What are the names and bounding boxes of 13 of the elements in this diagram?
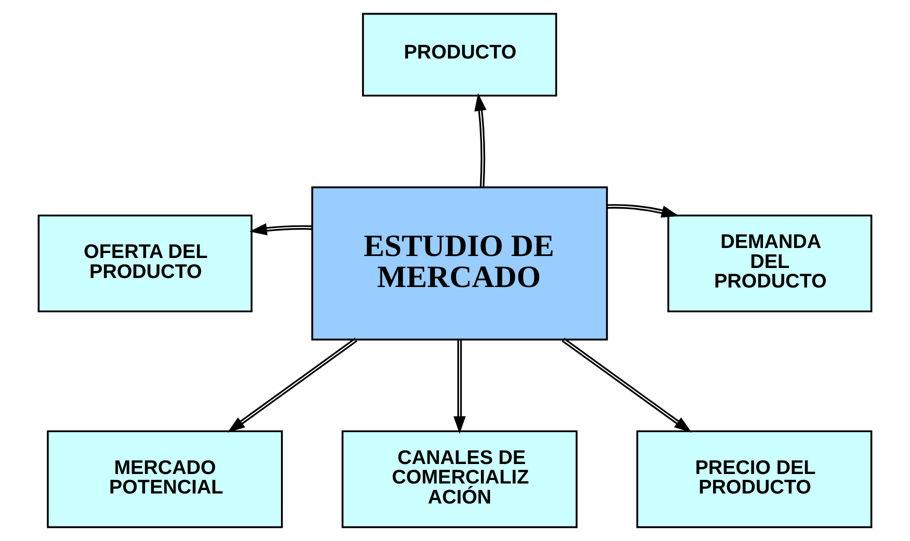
node-box: OFERTA DEL PRODUCTO — [38, 214, 252, 312]
node-box: PRECIO DEL PRODUCTO — [636, 430, 872, 528]
arrow — [453, 340, 466, 434]
node-box: CANALES DE COMERCIALIZ ACIÓN — [342, 430, 578, 528]
node-box: DEMANDA DEL PRODUCTO — [667, 214, 872, 312]
node-box: PRODUCTO — [362, 12, 558, 97]
node-box: MERCADO POTENCIAL — [46, 430, 283, 528]
arrow — [227, 338, 358, 433]
arrow — [249, 223, 312, 236]
arrow — [607, 204, 680, 218]
arrow — [474, 93, 486, 188]
node-box: ESTUDIO DE MERCADO — [311, 186, 608, 341]
arrow — [562, 338, 692, 433]
